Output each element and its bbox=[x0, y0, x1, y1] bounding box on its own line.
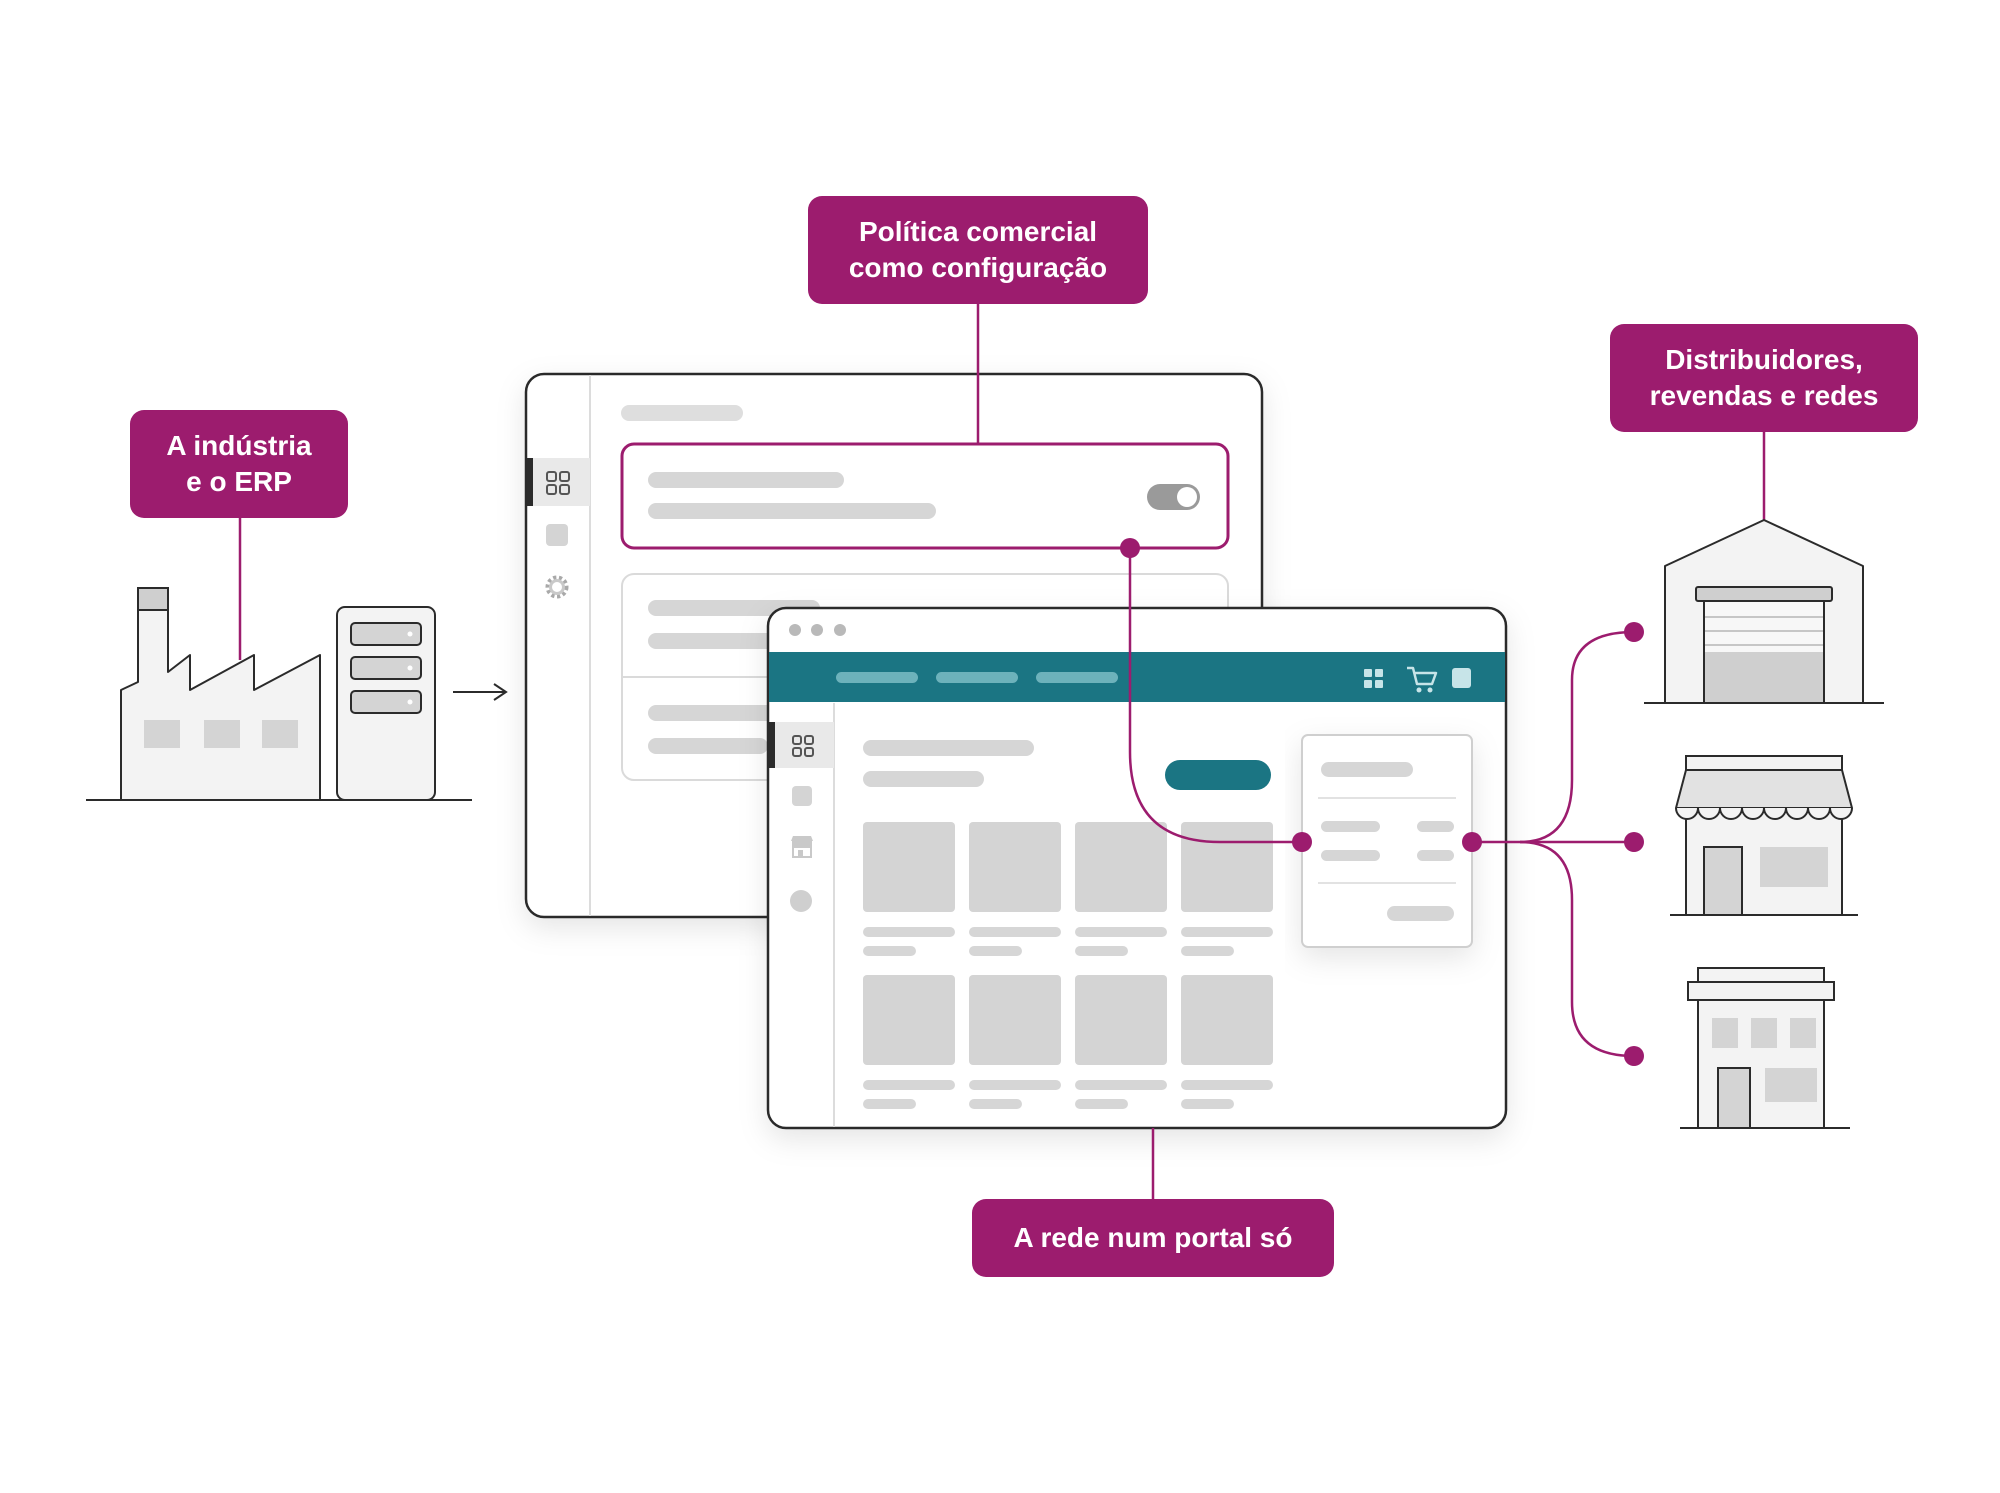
circle-icon[interactable] bbox=[790, 890, 812, 912]
product-card[interactable] bbox=[1181, 975, 1273, 1109]
grid-icon[interactable] bbox=[546, 471, 570, 495]
product-card[interactable] bbox=[969, 975, 1061, 1109]
portal-action-button[interactable] bbox=[1165, 760, 1271, 790]
label-industry-line2: e o ERP bbox=[186, 466, 292, 497]
portal-window bbox=[766, 606, 1508, 1130]
cart-icon[interactable] bbox=[1407, 666, 1438, 693]
policy-toggle[interactable] bbox=[1147, 484, 1200, 510]
product-card[interactable] bbox=[863, 822, 955, 956]
industry-group bbox=[86, 587, 508, 801]
profile-square-icon[interactable] bbox=[1452, 668, 1471, 688]
label-industry-line1: A indústria bbox=[166, 430, 312, 461]
portal-grid-icon[interactable] bbox=[792, 735, 814, 757]
label-distributors: Distribuidores, revendas e redes bbox=[1610, 324, 1918, 432]
arrow-right-icon bbox=[453, 683, 508, 701]
label-policy-line1: Política comercial bbox=[858, 216, 1098, 247]
erp-server-icon bbox=[336, 606, 436, 801]
label-policy-line2: como configuração bbox=[848, 252, 1108, 283]
connectors bbox=[238, 304, 1766, 1199]
connector-nodes bbox=[1120, 538, 1644, 1066]
label-distributors-line2: revendas e redes bbox=[1649, 380, 1879, 411]
storefront-icon bbox=[1670, 755, 1858, 916]
product-card[interactable] bbox=[969, 822, 1061, 956]
label-policy: Política comercial como configuração bbox=[808, 196, 1148, 304]
building-icon bbox=[1680, 967, 1850, 1129]
label-distributors-line1: Distribuidores, bbox=[1665, 344, 1863, 375]
policy-config-card[interactable] bbox=[620, 442, 1230, 550]
product-card[interactable] bbox=[1075, 822, 1167, 956]
product-card[interactable] bbox=[863, 975, 955, 1109]
factory-icon bbox=[86, 587, 472, 801]
product-card[interactable] bbox=[1181, 822, 1273, 956]
label-portal: A rede num portal só bbox=[972, 1199, 1334, 1277]
gear-icon[interactable] bbox=[545, 575, 569, 599]
label-portal-line1: A rede num portal só bbox=[1013, 1222, 1293, 1253]
order-summary-panel[interactable] bbox=[1301, 734, 1473, 948]
square-icon[interactable] bbox=[546, 524, 568, 546]
store-icon[interactable] bbox=[791, 836, 813, 858]
product-grid bbox=[863, 822, 1273, 1109]
label-industry: A indústria e o ERP bbox=[130, 410, 348, 518]
product-card[interactable] bbox=[1075, 975, 1167, 1109]
header-grid-icon[interactable] bbox=[1364, 669, 1383, 688]
warehouse-icon bbox=[1644, 519, 1884, 704]
portal-square-icon[interactable] bbox=[792, 786, 812, 806]
